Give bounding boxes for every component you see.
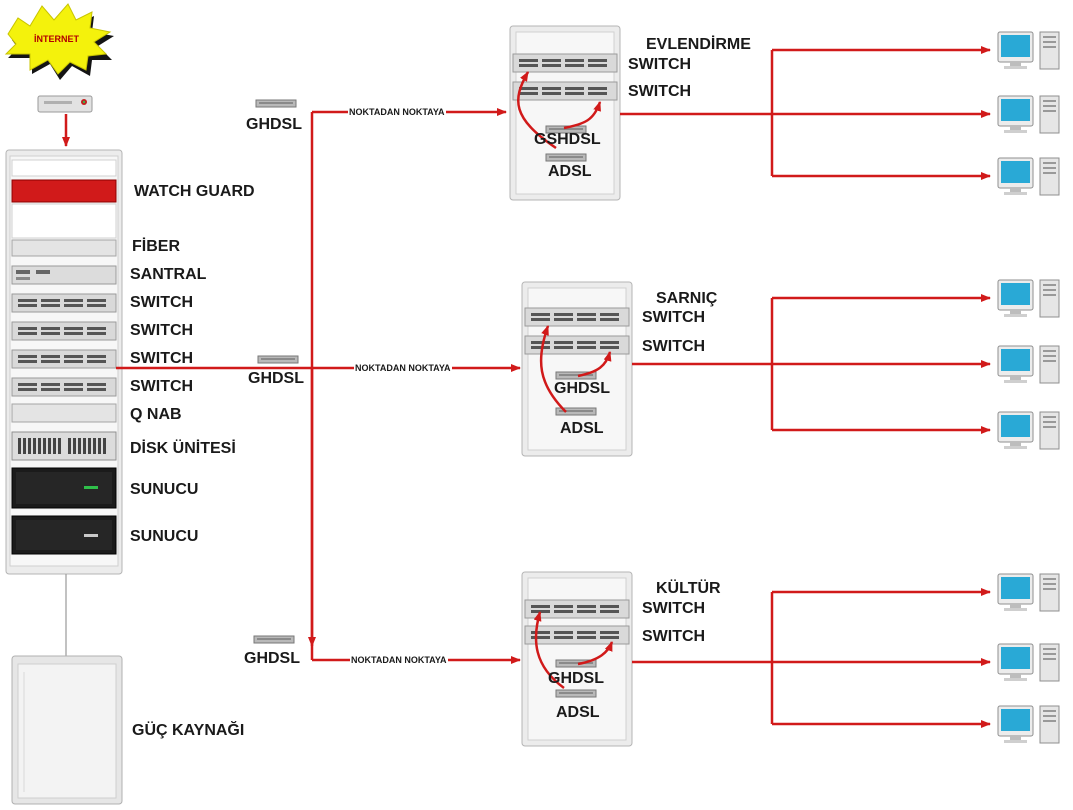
label-evl-switch-2: SWITCH: [628, 83, 692, 100]
label-disk: DİSK ÜNİTESİ: [130, 440, 236, 457]
label-ghdsl-mid: GHDSL: [248, 370, 304, 387]
label-switch-2: SWITCH: [130, 322, 194, 339]
label-p2p-mid: NOKTADAN NOKTAYA: [354, 363, 452, 374]
label-kul-switch-2: SWITCH: [642, 628, 706, 645]
pc-icon: [997, 573, 1060, 612]
internet-label: İNTERNET: [34, 34, 80, 44]
pc-icon: [997, 157, 1060, 196]
main-switch-3: [11, 349, 117, 369]
label-p2p-top: NOKTADAN NOKTAYA: [348, 107, 446, 118]
site-name-kultur: KÜLTÜR: [656, 580, 721, 597]
label-qnab: Q NAB: [130, 406, 182, 423]
label-kul-ghdsl: GHDSL: [548, 670, 604, 687]
label-switch-1: SWITCH: [130, 294, 194, 311]
main-switch-2: [11, 321, 117, 341]
label-evl-ghdsl: GSHDSL: [534, 131, 601, 148]
label-sar-switch-1: SWITCH: [642, 309, 706, 326]
fiber-unit: [11, 239, 117, 257]
label-sar-adsl: ADSL: [560, 420, 604, 437]
pc-icon: [997, 411, 1060, 450]
label-kul-adsl: ADSL: [556, 704, 600, 721]
label-evl-adsl: ADSL: [548, 163, 592, 180]
main-switch-1: [11, 293, 117, 313]
label-sunucu-2: SUNUCU: [130, 528, 199, 545]
pc-icon: [997, 31, 1060, 70]
internet-cloud-icon: [4, 3, 114, 80]
label-p2p-bot: NOKTADAN NOKTAYA: [350, 655, 448, 666]
ghdsl-modem-mid: [257, 355, 299, 364]
label-ghdsl-top: GHDSL: [246, 116, 302, 133]
label-power: GÜÇ KAYNAĞI: [132, 722, 245, 739]
main-rack: [5, 149, 123, 575]
pc-icon: [997, 345, 1060, 384]
server-2: [11, 515, 117, 555]
label-fiber: FİBER: [132, 238, 180, 255]
watchguard-firewall: [11, 179, 117, 203]
disk-unit: [11, 431, 117, 461]
santral-unit: [11, 265, 117, 285]
ghdsl-modem-top: [255, 99, 297, 108]
label-watch-guard: WATCH GUARD: [134, 183, 255, 200]
rack-evlendirme: [509, 25, 621, 201]
site-name-sarnic: SARNIÇ: [656, 290, 718, 307]
pc-icon: [997, 279, 1060, 318]
ghdsl-modem-bot: [253, 635, 295, 644]
rack-kultur: [521, 571, 633, 747]
power-supply: [11, 655, 123, 805]
rack-sarnic: [521, 281, 633, 457]
router-icon: [37, 95, 93, 113]
label-switch-3: SWITCH: [130, 350, 194, 367]
qnab-unit: [11, 403, 117, 423]
label-evl-switch-1: SWITCH: [628, 56, 692, 73]
label-sar-ghdsl: GHDSL: [554, 380, 610, 397]
pc-icon: [997, 95, 1060, 134]
label-santral: SANTRAL: [130, 266, 207, 283]
server-1: [11, 467, 117, 509]
label-sar-switch-2: SWITCH: [642, 338, 706, 355]
label-sunucu-1: SUNUCU: [130, 481, 199, 498]
label-kul-switch-1: SWITCH: [642, 600, 706, 617]
pc-icon: [997, 705, 1060, 744]
pc-icon: [997, 643, 1060, 682]
label-ghdsl-bot: GHDSL: [244, 650, 300, 667]
fanout-lines: [620, 50, 774, 724]
main-switch-4: [11, 377, 117, 397]
site-name-evlendirme: EVLENDİRME: [646, 36, 751, 53]
label-switch-4: SWITCH: [130, 378, 194, 395]
